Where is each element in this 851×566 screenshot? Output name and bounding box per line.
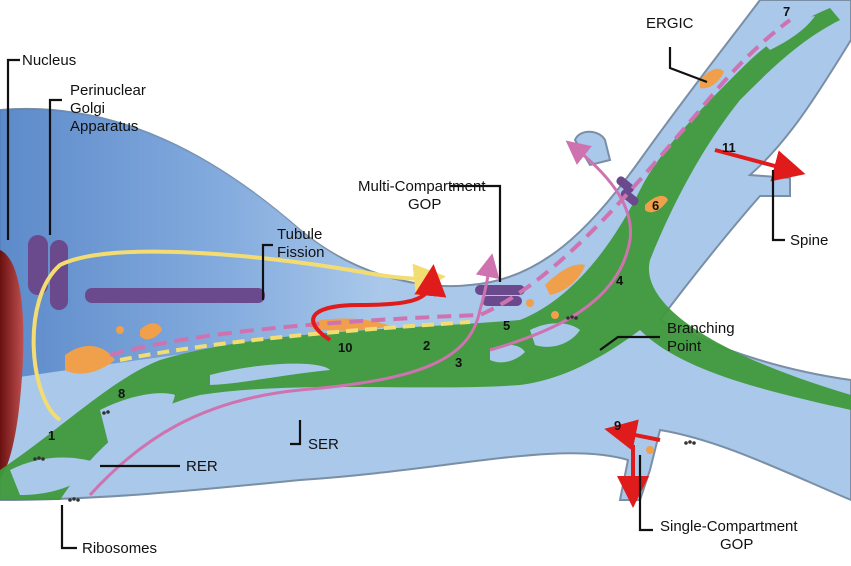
label-ergic: ERGIC bbox=[646, 15, 694, 32]
label-rer: RER bbox=[186, 458, 218, 475]
pink-path-spine bbox=[489, 140, 633, 352]
er-lumen bbox=[10, 16, 840, 495]
yellow-dashed-path bbox=[119, 320, 471, 362]
number-2: 2 bbox=[423, 338, 430, 353]
label-gop-multi-1: Multi-Compartment bbox=[358, 178, 486, 195]
ribosomes-dots bbox=[33, 315, 696, 502]
spine-gop bbox=[616, 176, 639, 206]
nucleus-shape bbox=[0, 250, 24, 478]
label-nucleus: Nucleus bbox=[22, 52, 76, 69]
label-ser: SER bbox=[308, 436, 339, 453]
label-golgi-1: Perinuclear bbox=[70, 82, 146, 99]
number-11: 11 bbox=[722, 140, 736, 155]
red-arrow-11 bbox=[714, 148, 806, 182]
number-10: 10 bbox=[338, 340, 352, 355]
number-1: 1 bbox=[48, 428, 55, 443]
label-gop-single-1: Single-Compartment bbox=[660, 518, 798, 535]
label-tubule-1: Tubule bbox=[277, 226, 322, 243]
number-4: 4 bbox=[616, 273, 624, 288]
number-9: 9 bbox=[614, 418, 621, 433]
yellow-path bbox=[31, 249, 446, 422]
label-spine: Spine bbox=[790, 232, 828, 249]
pink-path-soma bbox=[88, 253, 500, 497]
number-7: 7 bbox=[783, 4, 790, 19]
number-6: 6 bbox=[652, 198, 659, 213]
label-tubule-2: Fission bbox=[277, 244, 325, 261]
label-branching-2: Point bbox=[667, 338, 702, 355]
pink-dashed-path bbox=[109, 18, 792, 357]
label-golgi-2: Golgi bbox=[70, 100, 105, 117]
label-ribosomes: Ribosomes bbox=[82, 540, 157, 557]
label-gop-single-2: GOP bbox=[720, 536, 753, 553]
number-5: 5 bbox=[503, 318, 510, 333]
red-arrow-10 bbox=[311, 264, 447, 342]
red-arrow-9a bbox=[604, 419, 661, 451]
perinuclear-golgi bbox=[28, 235, 265, 310]
number-3: 3 bbox=[455, 355, 462, 370]
leader-lines bbox=[6, 47, 785, 550]
label-branching-1: Branching bbox=[667, 320, 735, 337]
label-golgi-3: Apparatus bbox=[70, 118, 138, 135]
label-gop-multi-2: GOP bbox=[408, 196, 441, 213]
number-8: 8 bbox=[118, 386, 125, 401]
